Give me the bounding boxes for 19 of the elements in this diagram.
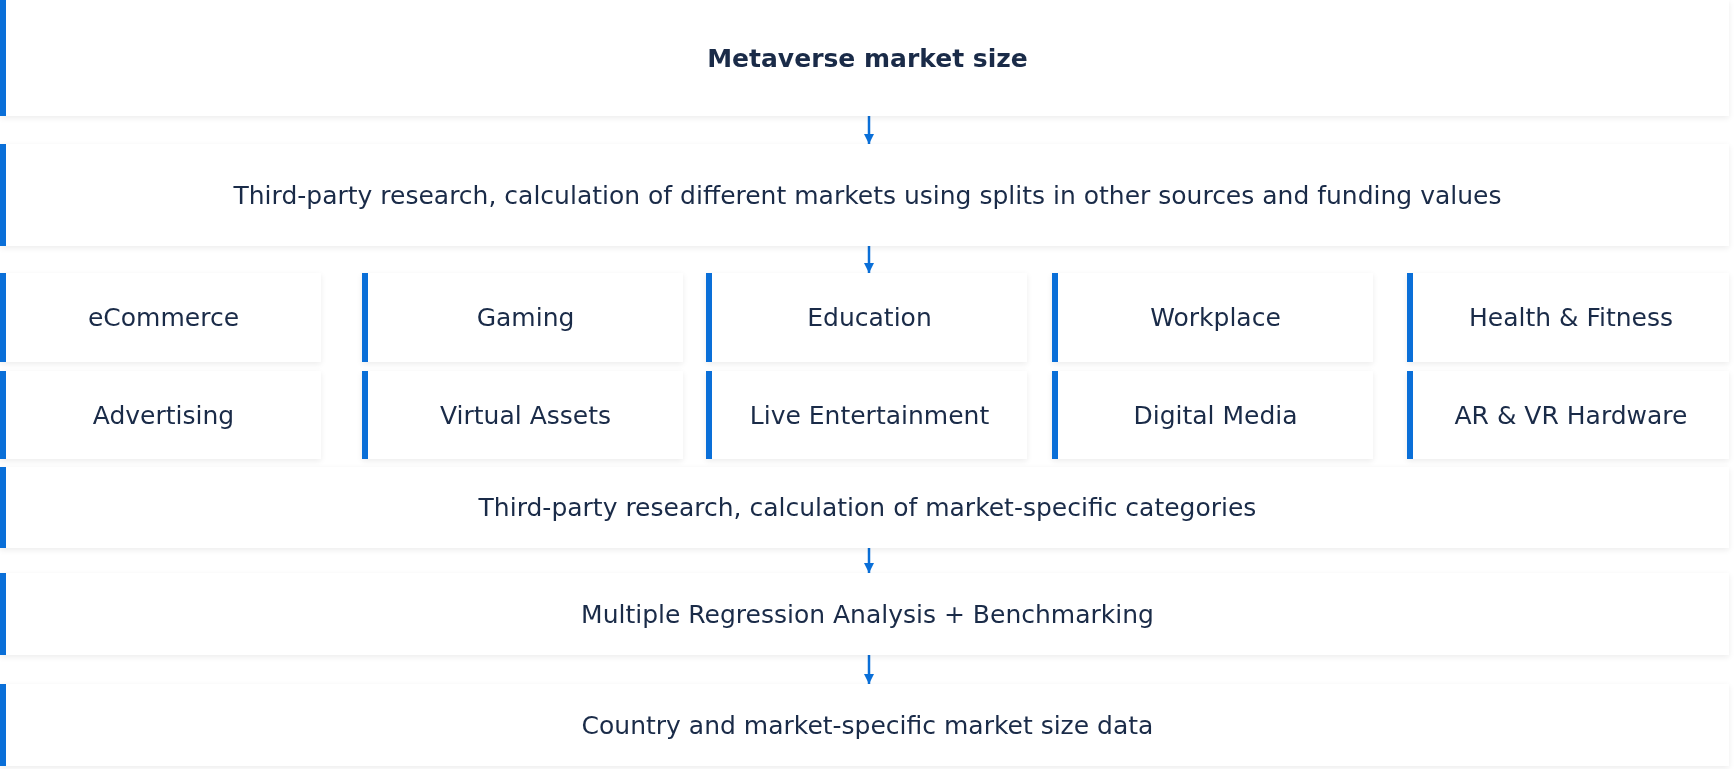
arrow <box>864 548 874 573</box>
title-box: Metaverse market size <box>0 0 1729 116</box>
process-box: Multiple Regression Analysis + Benchmarking <box>0 573 1729 655</box>
category-box: AR & VR Hardware <box>1407 371 1729 459</box>
category-box: Live Entertainment <box>706 371 1027 459</box>
category-box: Health & Fitness <box>1407 273 1729 362</box>
category-box: Workplace <box>1052 273 1373 362</box>
category-box: Virtual Assets <box>362 371 683 459</box>
category-box: Education <box>706 273 1027 362</box>
category-box: Gaming <box>362 273 683 362</box>
process-box: Country and market-specific market size data <box>0 684 1729 766</box>
category-box: eCommerce <box>0 273 321 362</box>
arrow <box>864 116 874 144</box>
arrow <box>864 246 874 273</box>
process-box: Third-party research, calculation of different markets using splits in other sources and funding values <box>0 144 1729 246</box>
process-box: Third-party research, calculation of market-specific categories <box>0 467 1729 548</box>
arrow <box>864 655 874 684</box>
category-box: Advertising <box>0 371 321 459</box>
category-box: Digital Media <box>1052 371 1373 459</box>
